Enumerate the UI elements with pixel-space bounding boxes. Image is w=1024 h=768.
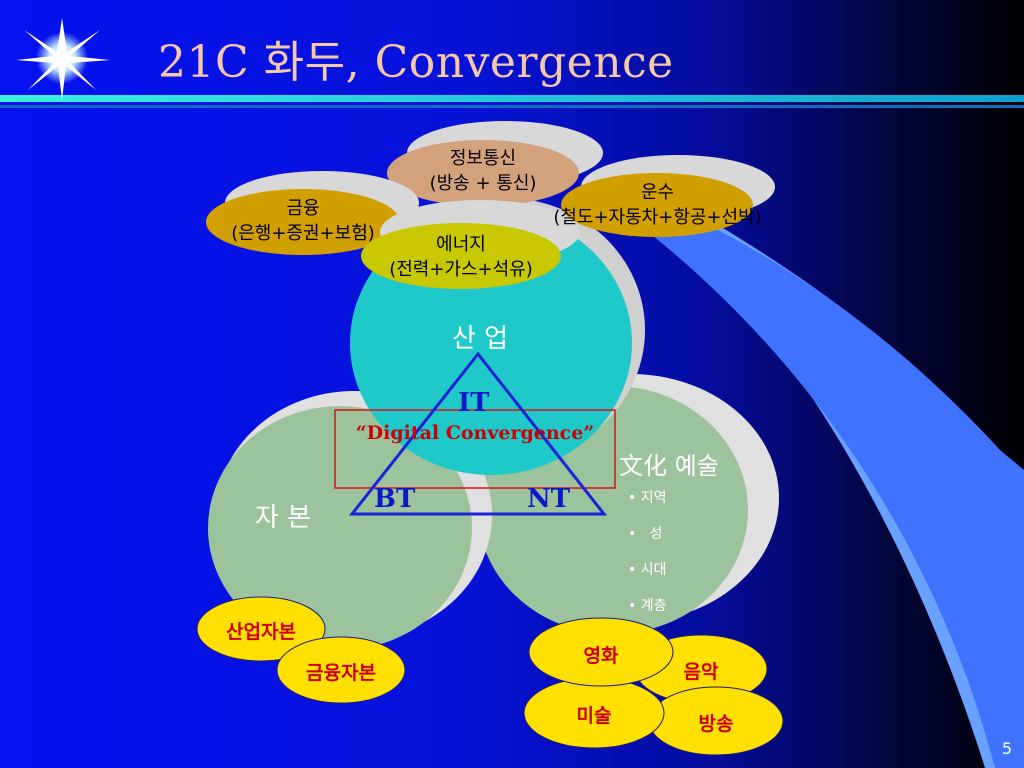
bubble-energy-shape [361, 200, 580, 289]
bubble-finance-shape [206, 171, 419, 255]
digital-convergence-label: “Digital Convergence” [355, 422, 595, 444]
bubble-finance-label: 금융 (은행+증권+보험) [203, 196, 403, 246]
oval-movie-shape [528, 617, 674, 687]
bubble-finance-title: 금융 [286, 198, 320, 219]
oval-financial-capital-label: 금융자본 [306, 662, 376, 684]
oval-industrial-capital-label: 산업자본 [226, 621, 296, 643]
bubble-transport-detail: (철도+자동차+항공+선박) [553, 207, 762, 228]
oval-industrial-capital-shape [196, 596, 326, 662]
triangle-it-label: IT [458, 388, 490, 418]
bubble-info-label: 정보통신 (방송 + 통신) [383, 146, 583, 196]
bubble-energy-label: 에너지 (전력+가스+석유) [361, 232, 561, 282]
bubble-info-title: 정보통신 [449, 148, 517, 169]
bubble-info-detail: (방송 + 통신) [429, 173, 537, 194]
oval-art-label: 미술 [576, 705, 612, 727]
list-item: 성 [628, 522, 666, 558]
oval-music-label: 음악 [683, 661, 719, 683]
bubble-transport-title: 운수 [640, 182, 675, 203]
title-rule-main [0, 95, 1024, 102]
bubble-info-shape [387, 121, 603, 206]
list-item: 계층 [628, 594, 667, 630]
triangle-nt-label: NT [527, 484, 571, 514]
title-rule-thin [0, 105, 1024, 108]
industry-label: 산 업 [451, 324, 509, 354]
slide-title: 21C 화두, Convergence [158, 37, 674, 88]
list-item: 지역 [628, 486, 667, 522]
bubble-energy-detail: (전력+가스+석유) [389, 259, 533, 280]
culture-bullet-list: 지역 성 시대 계층 [628, 486, 667, 630]
list-item: 시대 [628, 558, 667, 594]
oval-financial-capital-shape [276, 636, 406, 704]
triangle-bt-label: BT [374, 484, 416, 514]
culture-label: 文化 예술 [619, 452, 719, 480]
swoosh [620, 190, 1024, 768]
digital-convergence-box [334, 409, 616, 489]
oval-movie-label: 영화 [583, 645, 619, 667]
star-burst-icon [16, 18, 110, 100]
bubble-transport-label: 운수 (철도+자동차+항공+선박) [520, 180, 795, 230]
bubble-energy-title: 에너지 [436, 234, 486, 255]
capital-label: 자 본 [254, 503, 312, 533]
bubble-finance-detail: (은행+증권+보험) [231, 223, 375, 244]
bubble-transport-shape [561, 155, 775, 237]
convergence-triangle [348, 351, 608, 516]
page-number: 5 [1001, 739, 1012, 758]
oval-broadcast-label: 방송 [698, 713, 734, 735]
